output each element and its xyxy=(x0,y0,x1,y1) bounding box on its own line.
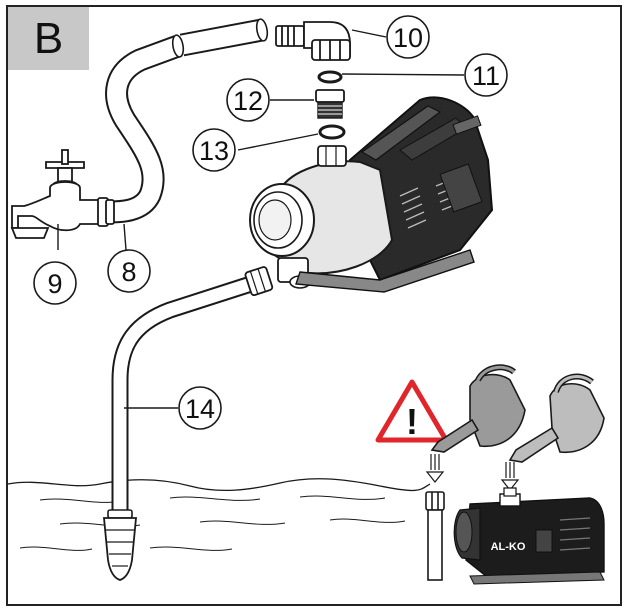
hose-nut xyxy=(244,266,274,297)
callout-8: 8 xyxy=(107,249,151,293)
suction-hose xyxy=(103,266,274,581)
callout-13: 13 xyxy=(192,128,236,172)
o-ring-11 xyxy=(317,70,343,84)
water-tap xyxy=(10,149,115,239)
watering-can-light xyxy=(508,373,605,463)
leader-lines xyxy=(57,29,465,409)
svg-text:!: ! xyxy=(406,401,418,442)
svg-text:12: 12 xyxy=(233,86,263,116)
water-surface xyxy=(7,478,431,551)
pour-arrow-right xyxy=(500,462,520,491)
svg-text:13: 13 xyxy=(199,136,229,166)
svg-text:14: 14 xyxy=(185,394,215,424)
pump-brand-label: AL-KO xyxy=(491,541,526,553)
pour-arrow-left xyxy=(425,454,445,483)
callout-10: 10 xyxy=(386,15,430,59)
pressure-hose xyxy=(105,18,269,224)
priming-inset: ! xyxy=(375,364,605,585)
svg-text:10: 10 xyxy=(393,23,423,53)
panel-label: B xyxy=(8,7,89,70)
leader-11 xyxy=(341,73,465,76)
figure-frame xyxy=(6,5,622,606)
watering-can-dark xyxy=(430,364,526,453)
callouts: 10 11 12 13 8 9 xyxy=(33,15,508,430)
o-ring-13 xyxy=(318,124,346,140)
svg-text:9: 9 xyxy=(47,269,62,299)
svg-text:11: 11 xyxy=(472,61,500,91)
warning-triangle: ! xyxy=(375,379,449,443)
garden-pump xyxy=(249,96,494,293)
callout-14: 14 xyxy=(178,386,222,430)
leader-10 xyxy=(351,29,387,38)
priming-pipe xyxy=(425,491,445,581)
callout-9: 9 xyxy=(33,261,77,305)
svg-text:8: 8 xyxy=(121,257,136,287)
priming-pump: AL-KO xyxy=(453,487,605,585)
callout-11: 11 xyxy=(464,53,508,97)
suction-strainer xyxy=(103,509,137,581)
elbow-connector xyxy=(275,21,351,61)
leader-13 xyxy=(237,133,319,151)
callout-12: 12 xyxy=(226,78,270,122)
threaded-adapter xyxy=(315,89,345,119)
leader-8 xyxy=(123,223,127,251)
